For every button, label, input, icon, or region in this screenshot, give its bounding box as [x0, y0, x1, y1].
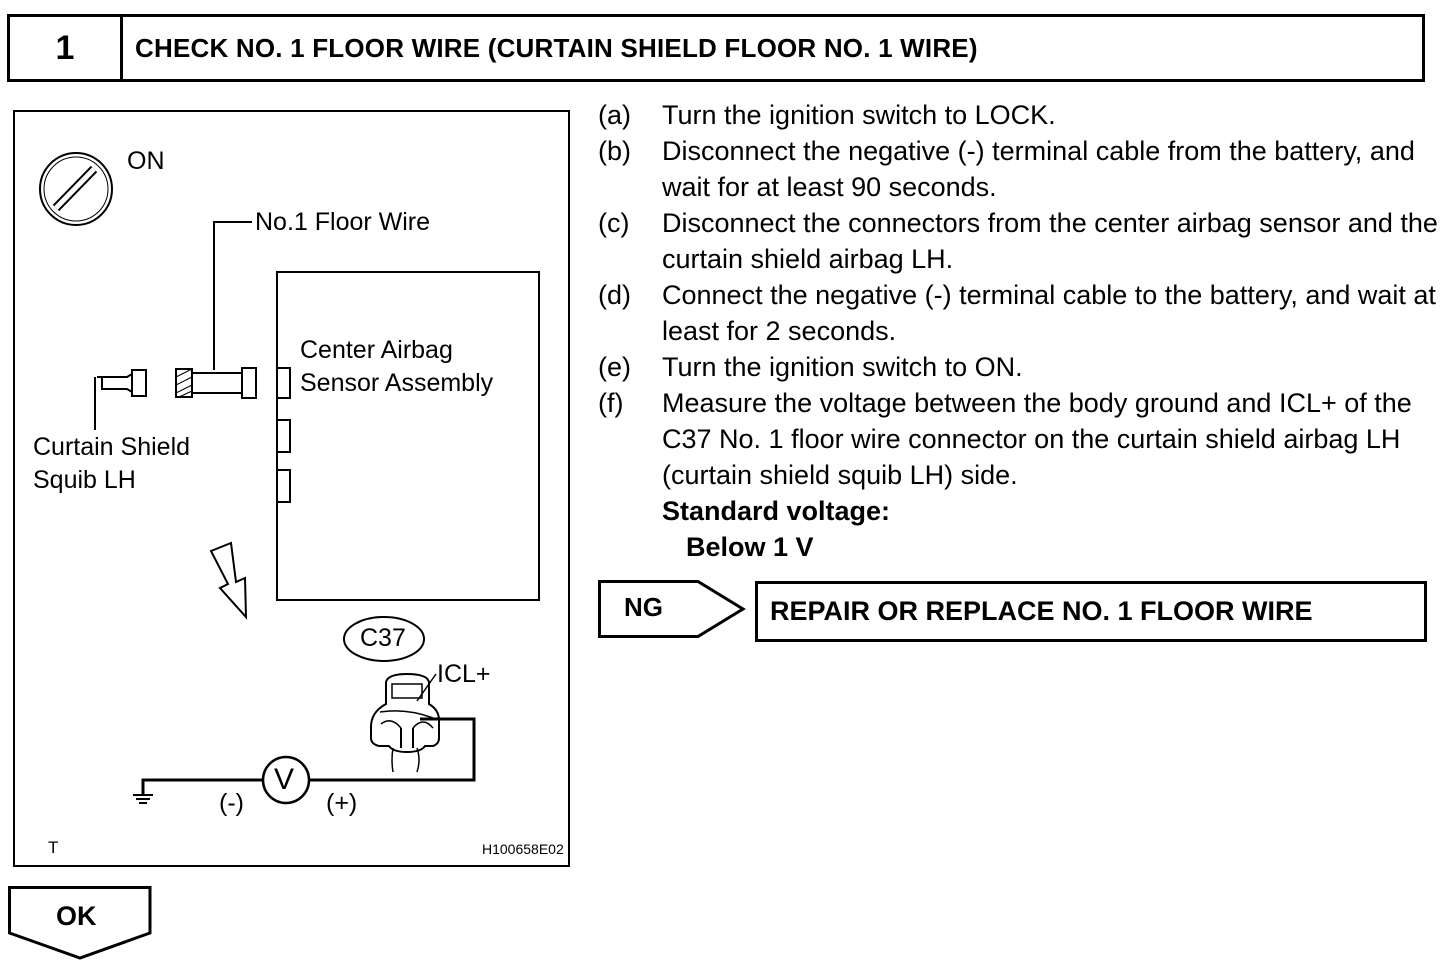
voltmeter-icon	[261, 755, 311, 805]
minus-label: (-)	[219, 789, 244, 817]
center-airbag-sensor-box	[276, 271, 540, 601]
standard-value: Below 1 V	[686, 532, 814, 562]
c37-connector-icon	[370, 672, 440, 773]
floor-wire-leader	[213, 221, 252, 370]
squib-label: Curtain Shield Squib LH	[33, 433, 191, 494]
step-letter: (e)	[598, 352, 631, 382]
step-text: Connect the negative (-) terminal cable …	[662, 280, 1436, 346]
voltmeter-symbol: V	[274, 763, 295, 796]
step-title: CHECK NO. 1 FLOOR WIRE (CURTAIN SHIELD F…	[135, 32, 978, 63]
step-number: 1	[10, 17, 123, 79]
ng-action-box[interactable]: REPAIR OR REPLACE NO. 1 FLOOR WIRE	[755, 581, 1427, 642]
step-item: (e) Turn the ignition switch to ON.	[598, 349, 1438, 385]
step-text: Disconnect the connectors from the cente…	[662, 208, 1438, 274]
standard-label: Standard voltage:	[662, 496, 891, 526]
step-letter: (d)	[598, 280, 631, 310]
step-letter: (b)	[598, 136, 631, 166]
procedure-steps: (a) Turn the ignition switch to LOCK. (b…	[598, 97, 1438, 565]
step-text: Turn the ignition switch to ON.	[662, 352, 1023, 382]
step-text: Turn the ignition switch to LOCK.	[662, 100, 1056, 130]
corner-code: T	[48, 838, 59, 857]
step-item: (b) Disconnect the negative (-) terminal…	[598, 133, 1438, 205]
ground-icon	[133, 794, 153, 804]
sensor-connector-1	[276, 367, 291, 399]
ok-label: OK	[56, 901, 97, 931]
ignition-switch-icon	[39, 152, 113, 226]
step-item: (d) Connect the negative (-) terminal ca…	[598, 277, 1438, 349]
wiring-figure: ON No.1 Floor Wire Center Airbag Sensor …	[13, 110, 570, 867]
plus-label: (+)	[326, 789, 358, 817]
step-text: Measure the voltage between the body gro…	[662, 388, 1412, 490]
step-item: (f) Measure the voltage between the body…	[598, 385, 1438, 493]
ng-arrow[interactable]: NG	[598, 580, 748, 643]
sensor-label: Center Airbag Sensor Assembly	[300, 336, 494, 397]
sensor-connector-2	[276, 419, 291, 453]
wiring-diagram	[39, 152, 540, 805]
terminal-label: ICL+	[437, 660, 491, 688]
ng-arrow-icon	[598, 580, 746, 638]
figure-id: H100658E02	[482, 841, 564, 857]
negative-lead	[141, 778, 264, 795]
step-item: (a) Turn the ignition switch to LOCK.	[598, 97, 1438, 133]
ok-arrow-icon	[8, 886, 152, 960]
connector-code-bubble	[343, 616, 425, 662]
step-letter: (f)	[598, 388, 624, 418]
floor-wire-label: No.1 Floor Wire	[255, 208, 431, 236]
direction-arrow-icon	[209, 541, 248, 620]
ok-arrow[interactable]: OK	[8, 886, 153, 965]
sensor-connector-3	[276, 469, 291, 503]
switch-on-label: ON	[127, 147, 165, 175]
step-letter: (c)	[598, 208, 630, 238]
connector-code-label: C37	[360, 624, 406, 652]
step-text: Disconnect the negative (-) terminal cab…	[662, 136, 1415, 202]
positive-lead	[308, 717, 476, 782]
curtain-shield-squib-icon	[94, 369, 147, 430]
step-letter: (a)	[598, 100, 631, 130]
ng-label: NG	[624, 592, 663, 622]
step-item: (c) Disconnect the connectors from the c…	[598, 205, 1438, 277]
floor-wire-harness-icon	[175, 367, 257, 399]
step-header: 1 CHECK NO. 1 FLOOR WIRE (CURTAIN SHIELD…	[7, 14, 1425, 82]
